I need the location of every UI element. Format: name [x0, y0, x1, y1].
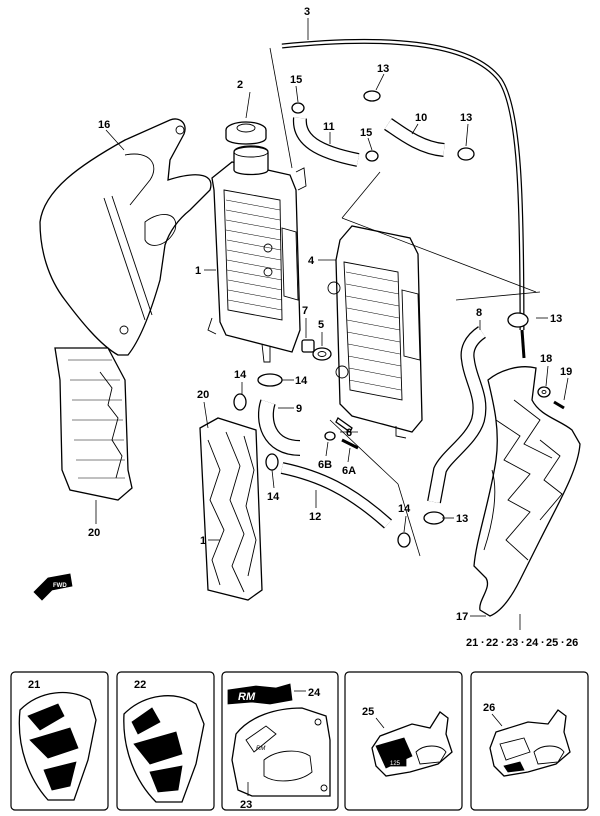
label-8: 8 [476, 307, 482, 319]
label-7: 7 [302, 305, 308, 317]
label-14c: 14 [267, 491, 280, 503]
radiator-cap-2 [225, 121, 267, 145]
label-12: 12 [309, 511, 321, 523]
label-11: 11 [323, 121, 335, 133]
decal-box-25: 25 125 [344, 671, 463, 811]
radiator-hose-8 [427, 326, 487, 504]
seq-sep-4: · [541, 637, 545, 649]
radiator-hose-10 [384, 118, 445, 157]
label-1b: 1 [200, 535, 206, 547]
decal-number-125: 125 [390, 761, 401, 767]
decal-box-21: 21 [10, 671, 109, 811]
rm-small-decal: RM [256, 746, 265, 752]
label-14a: 14 [234, 369, 247, 381]
fasteners [301, 339, 565, 450]
label-24: 24 [308, 687, 321, 699]
label-14b: 14 [295, 375, 308, 387]
seq-26: 26 [566, 637, 578, 649]
decal-box-26: 26 [470, 671, 589, 811]
decal-box-23-24: RM 24 RM 23 [221, 671, 339, 811]
seq-23: 23 [506, 637, 518, 649]
radiator-hose-11 [292, 117, 360, 167]
label-14d: 14 [398, 503, 411, 515]
decal-box-22: 22 [116, 671, 215, 811]
label-15a: 15 [290, 74, 302, 86]
label-9: 9 [296, 403, 302, 415]
part-sequence: 21 · 22 · 23 · 24 · 25 · 26 [466, 637, 578, 649]
seq-21: 21 [466, 637, 478, 649]
fwd-text: FWD [53, 583, 67, 589]
label-13d: 13 [456, 513, 468, 525]
label-5: 5 [318, 319, 324, 331]
radiator-grille-20 [199, 417, 263, 601]
label-10: 10 [415, 112, 427, 124]
label-17: 17 [456, 611, 468, 623]
label-15b: 15 [360, 127, 372, 139]
seq-24: 24 [526, 637, 539, 649]
callouts: 3 2 15 13 11 10 13 15 16 1 4 7 5 8 13 18… [88, 6, 572, 623]
label-2: 2 [237, 79, 243, 91]
radiator-left-1 [207, 145, 307, 363]
radiator-guard-20-left [54, 347, 133, 501]
radiator-shroud-16 [39, 118, 212, 356]
label-25: 25 [362, 706, 374, 718]
seq-sep-5: · [561, 637, 565, 649]
label-21: 21 [28, 679, 40, 691]
label-22: 22 [134, 679, 146, 691]
label-4: 4 [308, 255, 315, 267]
seq-sep-1: · [481, 637, 485, 649]
seq-sep-3: · [521, 637, 525, 649]
label-1: 1 [195, 265, 201, 277]
label-23: 23 [240, 799, 252, 811]
forward-arrow-icon: FWD [33, 573, 73, 601]
seq-25: 25 [546, 637, 558, 649]
label-6A: 6A [342, 465, 356, 477]
leader-lines [95, 18, 569, 630]
label-13c: 13 [550, 313, 562, 325]
label-13a: 13 [377, 63, 389, 75]
hose-clamps [233, 90, 529, 548]
label-20-middle: 20 [197, 389, 209, 401]
label-6B: 6B [318, 459, 332, 471]
seq-sep-2: · [501, 637, 505, 649]
radiator-hose-12 [280, 462, 392, 529]
label-26: 26 [483, 702, 495, 714]
label-6: 6 [346, 427, 352, 439]
overflow-hose-3 [281, 38, 526, 359]
label-13b: 13 [460, 112, 472, 124]
radiator-right-4 [327, 225, 423, 439]
radiator-hose-9 [257, 399, 301, 456]
label-19: 19 [560, 366, 572, 378]
seq-22: 22 [486, 637, 498, 649]
label-3: 3 [304, 6, 310, 18]
radiator-shroud-17 [473, 366, 581, 617]
label-16: 16 [98, 119, 110, 131]
rm-decal-text: RM [238, 691, 256, 703]
label-20-left: 20 [88, 527, 100, 539]
label-18: 18 [540, 353, 552, 365]
